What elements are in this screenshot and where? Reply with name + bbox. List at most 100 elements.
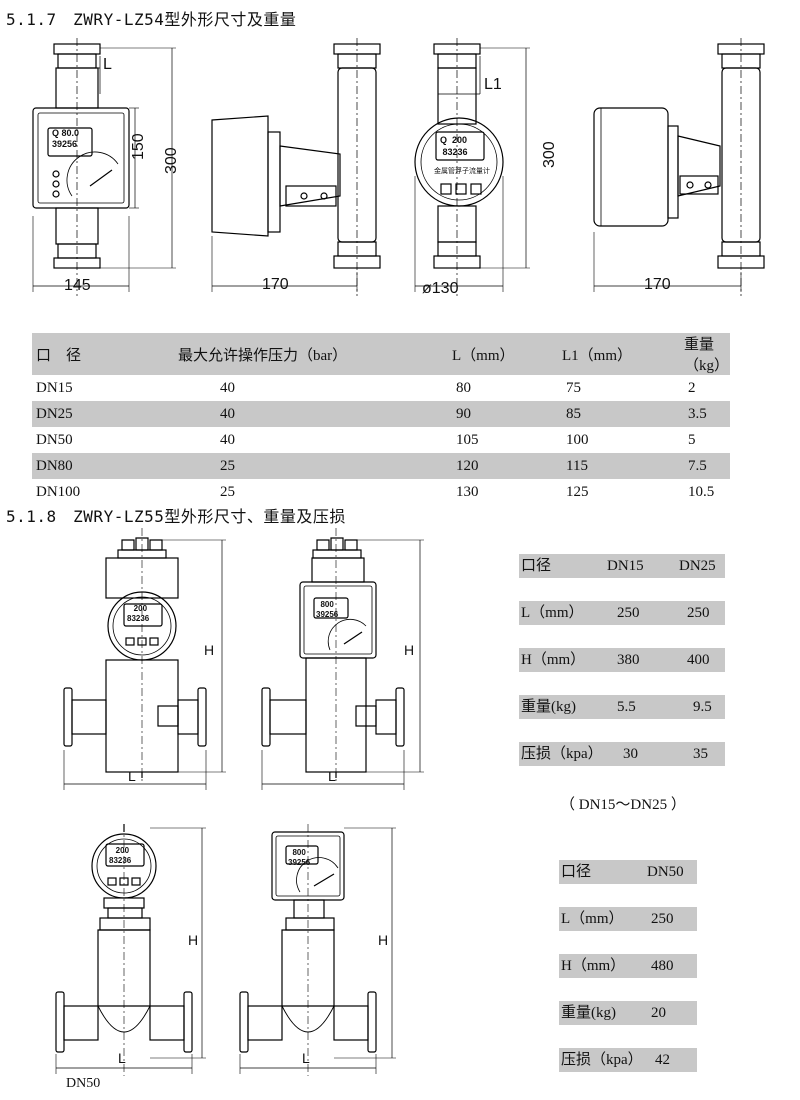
lz55-view-square-dn50	[239, 824, 396, 1076]
table-cell: 100	[566, 431, 589, 448]
table-cell: 125	[566, 483, 589, 500]
display-v1: 200	[133, 604, 148, 613]
display-label-round: 金属管浮子流量计	[434, 167, 490, 175]
table-cell: DN25	[679, 558, 716, 574]
display-v2: 83236	[127, 614, 150, 623]
display-readout-square: Q 80.0 39256	[52, 128, 79, 150]
table-row: 重量(kg) 5.5 9.5	[519, 695, 725, 719]
table-note-range: （ DN15～DN25 ）	[560, 797, 686, 813]
table-header-cell: 最大允许操作压力（bar）	[178, 333, 452, 375]
display-v1: 800	[292, 848, 306, 857]
section-title-5-1-8: 5.1.8 ZWRY-LZ55型外形尺寸、重量及压损	[6, 507, 346, 526]
table-cell: 7.5	[684, 453, 730, 479]
table-cell: 9.5	[693, 699, 712, 715]
table-cell: 105	[456, 431, 479, 448]
table-cell: DN15	[607, 558, 644, 574]
lz55-spec-table-small: 口径 DN15 DN25 L（mm） 250 250 H（mm） 380 400…	[519, 554, 725, 774]
lz55-drawings	[55, 528, 424, 1076]
table-cell: 130	[456, 483, 479, 500]
table-row: 口径 DN50	[559, 860, 697, 884]
table-cell: 35	[693, 746, 708, 762]
table-cell: 口径	[521, 558, 552, 574]
table-row: H（mm） 480	[559, 954, 697, 978]
table-cell: 250	[687, 605, 710, 621]
table-cell: 380	[617, 652, 640, 668]
display-v2: 39256	[288, 858, 311, 867]
dim-145: 145	[64, 277, 91, 294]
display-v1: 200	[452, 135, 468, 145]
table-cell: 20	[651, 1005, 666, 1021]
table-cell: 40	[178, 401, 452, 427]
table-row: L（mm） 250	[559, 907, 697, 931]
dim-H-d: H	[378, 932, 389, 948]
table-cell: 5.5	[617, 699, 636, 715]
table-cell: 2	[688, 379, 696, 396]
table-cell: 42	[655, 1052, 670, 1068]
table-row: DN100 25 130 125 10.5	[32, 479, 730, 505]
dim-H-c: H	[188, 932, 199, 948]
table-cell: H（mm）	[561, 958, 626, 974]
table-cell: DN25	[32, 401, 178, 427]
table-cell: 5	[688, 431, 696, 448]
dim-L-c: L	[118, 1050, 126, 1066]
table-cell: DN80	[32, 453, 178, 479]
dim-170-a: 170	[262, 276, 289, 293]
table-cell: 口径	[561, 864, 592, 880]
lz54-side-view-2	[593, 38, 765, 296]
table-cell: 重量(kg)	[561, 1005, 616, 1021]
display-v2: 83236	[109, 856, 132, 865]
table-cell: DN50	[36, 431, 73, 448]
table-cell: 重量(kg)	[521, 699, 576, 715]
table-cell: 25	[178, 453, 452, 479]
dim-300-a: 300	[163, 147, 180, 174]
dim-L1: L1	[484, 76, 502, 93]
dim-H-b: H	[404, 642, 415, 658]
dim-170-b: 170	[644, 276, 671, 293]
table-cell: 90	[452, 401, 562, 427]
display-v2: 39256	[316, 610, 339, 619]
display-v1: 80.0	[61, 128, 80, 138]
lz55-view-round-dn50	[55, 824, 206, 1076]
display-v1: 200	[115, 846, 130, 855]
dn50-caption: DN50	[66, 1076, 101, 1091]
table-header-row: 口 径 最大允许操作压力（bar） L（mm） L1（mm） 重量（kg）	[32, 333, 730, 375]
table-row: 重量(kg) 20	[559, 1001, 697, 1025]
table-cell: 75	[566, 379, 581, 396]
table-row: 压损（kpa） 42	[559, 1048, 697, 1072]
table-cell: 压损（kpa）	[561, 1052, 643, 1068]
dim-L-a: L	[128, 768, 136, 784]
table-cell: 3.5	[684, 401, 730, 427]
table-cell: 压损（kpa）	[521, 746, 603, 762]
table-cell: L（mm）	[561, 911, 624, 927]
table-cell: H（mm）	[521, 652, 586, 668]
lz55-view-round-small	[63, 528, 226, 790]
table-cell: 40	[220, 431, 235, 448]
table-row: 口径 DN15 DN25	[519, 554, 725, 578]
table-cell: 40	[220, 379, 235, 396]
dim-L-d: L	[302, 1050, 310, 1066]
table-row: DN25 40 90 85 3.5	[32, 401, 730, 427]
table-header-cell: 口 径	[32, 333, 178, 375]
display-v2: 39256	[52, 139, 78, 149]
section-title-5-1-7: 5.1.7 ZWRY-LZ54型外形尺寸及重量	[6, 10, 297, 29]
table-cell: 80	[456, 379, 471, 396]
table-row: DN50 40 105 100 5	[32, 427, 730, 453]
display-v2: 83236	[442, 147, 468, 157]
table-header-cell: 重量（kg）	[684, 333, 730, 375]
lz54-spec-table: 口 径 最大允许操作压力（bar） L（mm） L1（mm） 重量（kg） DN…	[32, 333, 730, 505]
dim-L-b: L	[328, 768, 336, 784]
table-cell: 85	[562, 401, 684, 427]
table-cell: 30	[623, 746, 638, 762]
lz55-spec-table-dn50: 口径 DN50 L（mm） 250 H（mm） 480 重量(kg) 20 压损…	[559, 860, 697, 1080]
table-row: DN15 40 80 75 2	[32, 375, 730, 401]
table-header-cell: L1（mm）	[562, 333, 684, 375]
dim-150: 150	[130, 133, 147, 160]
display-q: Q	[52, 128, 60, 138]
display-readout-round: Q 200 83236	[440, 134, 468, 158]
table-cell: 25	[220, 483, 235, 500]
table-header-cell: L（mm）	[452, 333, 562, 375]
lz54-front-round-view	[414, 38, 530, 296]
